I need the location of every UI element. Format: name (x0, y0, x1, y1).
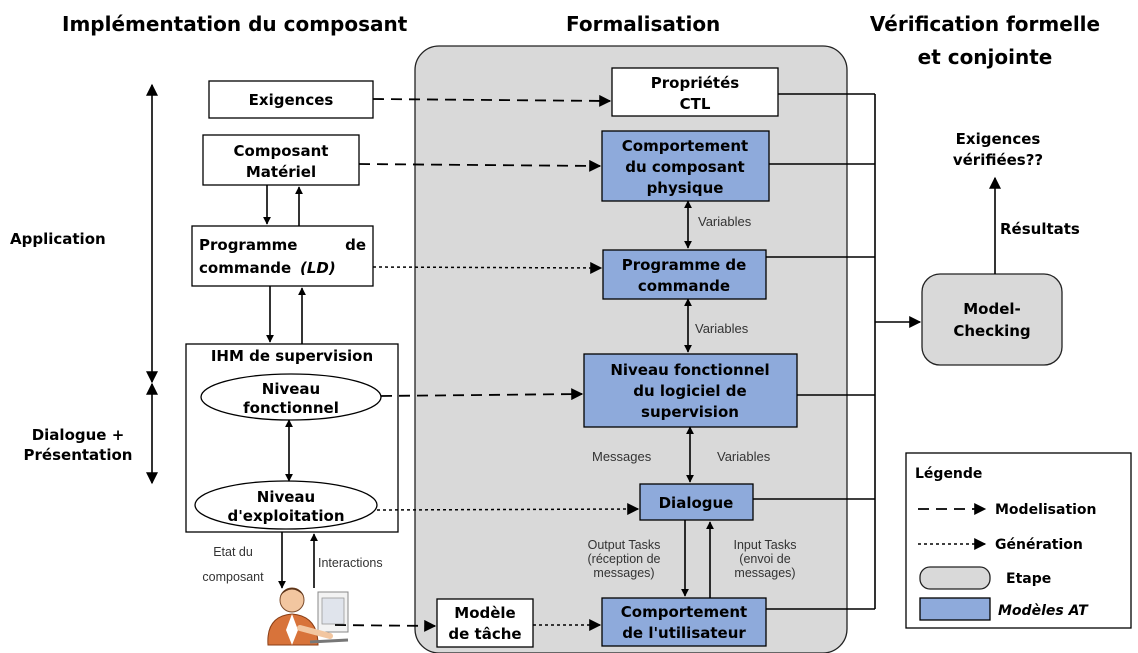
comportement-composant-line1: Comportement (622, 137, 748, 155)
variables-label-1: Variables (698, 214, 752, 229)
niveau-logiciel-line2: du logiciel de (633, 382, 746, 400)
modelisation-niveau-fonctionnel (380, 388, 584, 401)
modele-tache-box (436, 598, 534, 648)
niveau-fonctionnel-logiciel-box (583, 353, 798, 428)
model-checking-line2: Checking (953, 322, 1030, 340)
exigences-verifiees-line2: vérifiées?? (953, 151, 1043, 169)
variables-label-2: Variables (695, 321, 749, 336)
exigences-box (208, 80, 374, 119)
niveau-fonctionnel-line2: fonctionnel (243, 399, 339, 417)
generation-dialogue (376, 503, 640, 516)
header-verification-line1: Vérification formelle (870, 12, 1100, 36)
programme-impl-line1b: de (345, 236, 366, 254)
variables-label-3: Variables (717, 449, 771, 464)
ihm-supervision-title: IHM de supervision (211, 347, 373, 365)
modele-tache-line1: Modèle (454, 604, 515, 622)
comportement-composant-line3: physique (647, 179, 724, 197)
programme-impl-line1a: Programme (199, 236, 297, 254)
comportement-composant-line2: du composant (625, 158, 744, 176)
niveau-fonctionnel-line1: Niveau (262, 380, 320, 398)
programme-model-line2: commande (638, 277, 730, 295)
side-label-dialogue-line2: Présentation (24, 446, 133, 464)
composant-materiel-line2: Matériel (246, 163, 316, 181)
composant-materiel-box (202, 134, 360, 186)
niveau-exploitation-line2: d'exploitation (227, 507, 344, 525)
interactions-label: Interactions (318, 556, 383, 570)
programme-commande-model-box (602, 249, 767, 300)
composant-materiel-line1: Composant (234, 142, 329, 160)
legend-modeles-swatch (919, 597, 991, 621)
legend-etape-label: Etape (1006, 571, 1051, 587)
legend-generation-label: Génération (995, 537, 1083, 553)
input-tasks-line1: Input Tasks (733, 538, 796, 552)
modelisation-composant-comportement (358, 159, 602, 172)
user-icon (267, 587, 349, 646)
modelisation-exigences-proprietes (372, 94, 612, 107)
legend-title: Légende (915, 466, 982, 482)
exigences-label: Exigences (249, 91, 334, 109)
comportement-composant-box (601, 130, 770, 202)
comportement-utilisateur-line2: de l'utilisateur (622, 624, 746, 642)
niveau-logiciel-line1: Niveau fonctionnel (610, 361, 769, 379)
proprietes-ctl-box (611, 67, 779, 117)
comportement-utilisateur-box (601, 597, 767, 647)
messages-label: Messages (592, 449, 652, 464)
side-label-application: Application (10, 230, 106, 248)
dialogue-box (639, 483, 754, 521)
proprietes-ctl-line1: Propriétés (651, 74, 739, 92)
model-checking-box (921, 273, 1063, 366)
output-tasks-line1: Output Tasks (588, 538, 661, 552)
legend-modelisation-label: Modelisation (995, 502, 1097, 518)
programme-impl-line2a: commande (199, 259, 291, 277)
output-tasks-line2: (réception de (588, 552, 661, 566)
input-tasks-line3: messages) (734, 566, 795, 580)
legend-modeles-label: Modèles AT (998, 603, 1089, 619)
resultats-label: Résultats (1000, 220, 1080, 238)
header-implementation: Implémentation du composant (62, 12, 408, 36)
collector-lines (753, 93, 876, 610)
programme-model-line1: Programme de (622, 256, 747, 274)
modele-tache-line2: de tâche (448, 625, 521, 643)
output-tasks-line3: messages) (593, 566, 654, 580)
model-checking-line1: Model- (963, 300, 1021, 318)
programme-impl-line2b: (LD) (300, 259, 336, 277)
header-formalisation: Formalisation (566, 12, 720, 36)
header-verification-line2: et conjointe (918, 45, 1053, 69)
comportement-utilisateur-line1: Comportement (621, 603, 747, 621)
input-tasks-line2: (envoi de (739, 552, 790, 566)
etat-composant-line2: composant (202, 570, 264, 584)
niveau-exploitation-line1: Niveau (257, 488, 315, 506)
etat-composant-line1: Etat du (213, 545, 253, 559)
legend-etape-swatch (919, 566, 991, 590)
niveau-logiciel-line3: supervision (641, 403, 739, 421)
exigences-verifiees-line1: Exigences (956, 130, 1041, 148)
programme-commande-impl-box (191, 225, 374, 287)
generation-programme (372, 261, 603, 274)
proprietes-ctl-line2: CTL (680, 95, 711, 113)
dialogue-label: Dialogue (659, 494, 734, 512)
side-label-dialogue-line1: Dialogue + (32, 426, 125, 444)
